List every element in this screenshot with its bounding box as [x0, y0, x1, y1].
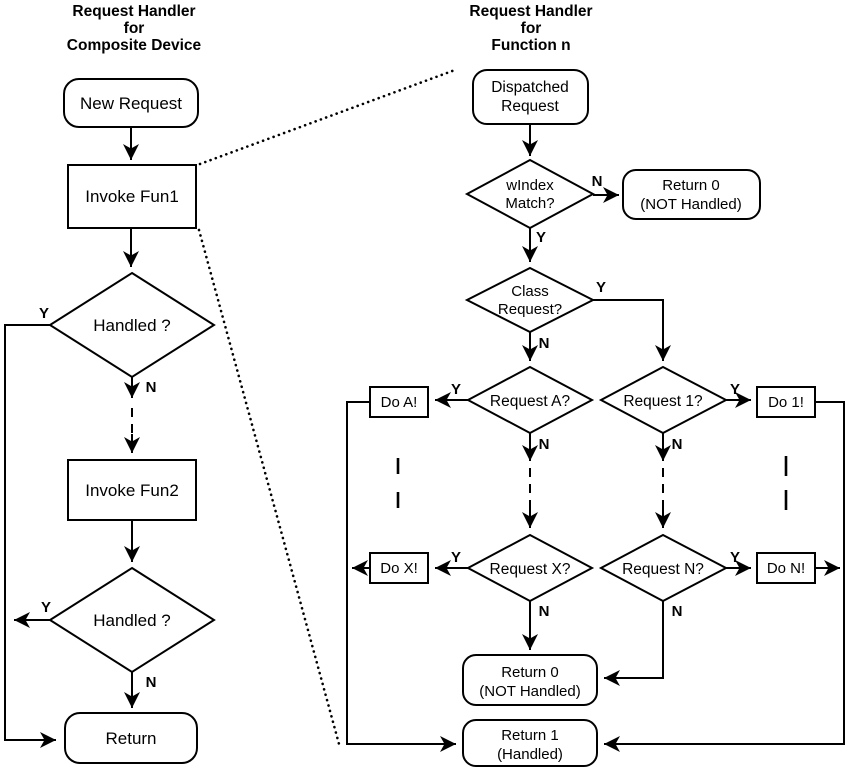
connector-class-yes-request1	[593, 299, 671, 361]
request-1-label: Request 1?	[623, 393, 703, 410]
class-no-label: N	[539, 335, 550, 352]
return0-bottom-node	[462, 654, 598, 706]
request-x-no-label: N	[539, 603, 550, 620]
request-a-yes-label: Y	[451, 381, 461, 398]
handled2-no-label: N	[146, 674, 157, 691]
connector-requestn-no-return0	[604, 601, 664, 686]
request-x-label: Request X?	[490, 561, 571, 578]
request-n-yes-label: Y	[730, 549, 740, 566]
zoom-dotted-line-bottom	[197, 228, 341, 746]
windex-yes-label: Y	[536, 229, 546, 246]
invoke-fun2-label: Invoke Fun2	[85, 481, 179, 500]
return1-node	[462, 719, 598, 767]
right-flowchart: Request Handler for Function n Dispatche…	[346, 3, 845, 767]
handled2-label: Handled ?	[93, 611, 171, 630]
return-node	[64, 712, 198, 764]
windex-match-label-line1: wIndex	[505, 177, 554, 194]
connector-doa-return1	[346, 401, 456, 752]
return0-top-node	[622, 169, 761, 220]
windex-match-decision	[464, 158, 596, 230]
do-1-label: Do 1!	[768, 394, 804, 411]
left-flowchart: Request Handler for Composite Device New…	[4, 3, 216, 764]
left-title-line-3: Composite Device	[67, 37, 202, 54]
class-request-label-line2: Request?	[498, 301, 562, 318]
new-request-label: New Request	[80, 94, 182, 113]
request-a-no-label: N	[539, 436, 550, 453]
return1-label-line1: Return 1	[501, 727, 559, 744]
invoke-fun1-label: Invoke Fun1	[85, 187, 179, 206]
return-label: Return	[105, 729, 156, 748]
dispatched-request-label-line1: Dispatched	[491, 79, 569, 96]
do-1-node	[756, 386, 816, 418]
invoke-fun1-node	[67, 164, 197, 229]
zoom-detail-lines	[197, 68, 457, 746]
request-n-label: Request N?	[622, 561, 704, 578]
request-a-label: Request A?	[490, 393, 571, 410]
return0-bottom-label-line2: (NOT Handled)	[479, 683, 580, 700]
handled2-yes-label: Y	[41, 599, 51, 616]
do-a-label: Do A!	[381, 394, 418, 411]
do-x-label: Do X!	[380, 560, 418, 577]
handled1-yes-label: Y	[39, 305, 49, 322]
windex-match-label-line2: Match?	[505, 195, 554, 212]
class-request-decision	[464, 266, 596, 334]
right-title-line-2: for	[521, 20, 542, 37]
left-title-line-1: Request Handler	[72, 3, 195, 20]
dispatched-request-label-line2: Request	[501, 98, 559, 115]
return0-top-label-line2: (NOT Handled)	[640, 196, 741, 213]
request-n-no-label: N	[672, 603, 683, 620]
return1-label-line2: (Handled)	[497, 746, 563, 763]
connector-do1-return1	[604, 401, 845, 752]
do-n-label: Do N!	[767, 560, 805, 577]
request-1-no-label: N	[672, 436, 683, 453]
do-n-node	[756, 552, 816, 584]
right-title-line-3: Function n	[491, 37, 570, 54]
class-request-label-line1: Class	[511, 283, 549, 300]
right-title-line-1: Request Handler	[469, 3, 592, 20]
do-x-node	[369, 552, 429, 584]
windex-no-label: N	[592, 173, 603, 190]
request-1-yes-label: Y	[730, 381, 740, 398]
left-title-line-2: for	[124, 20, 145, 37]
invoke-fun2-node	[67, 459, 197, 521]
return0-top-label-line1: Return 0	[662, 177, 720, 194]
connector-handled1-yes-return	[4, 324, 56, 748]
request-x-yes-label: Y	[451, 549, 461, 566]
return0-bottom-label-line1: Return 0	[501, 664, 559, 681]
zoom-dotted-line-top	[198, 68, 457, 166]
class-yes-label: Y	[596, 279, 606, 296]
handled1-label: Handled ?	[93, 316, 171, 335]
handled1-no-label: N	[146, 379, 157, 396]
